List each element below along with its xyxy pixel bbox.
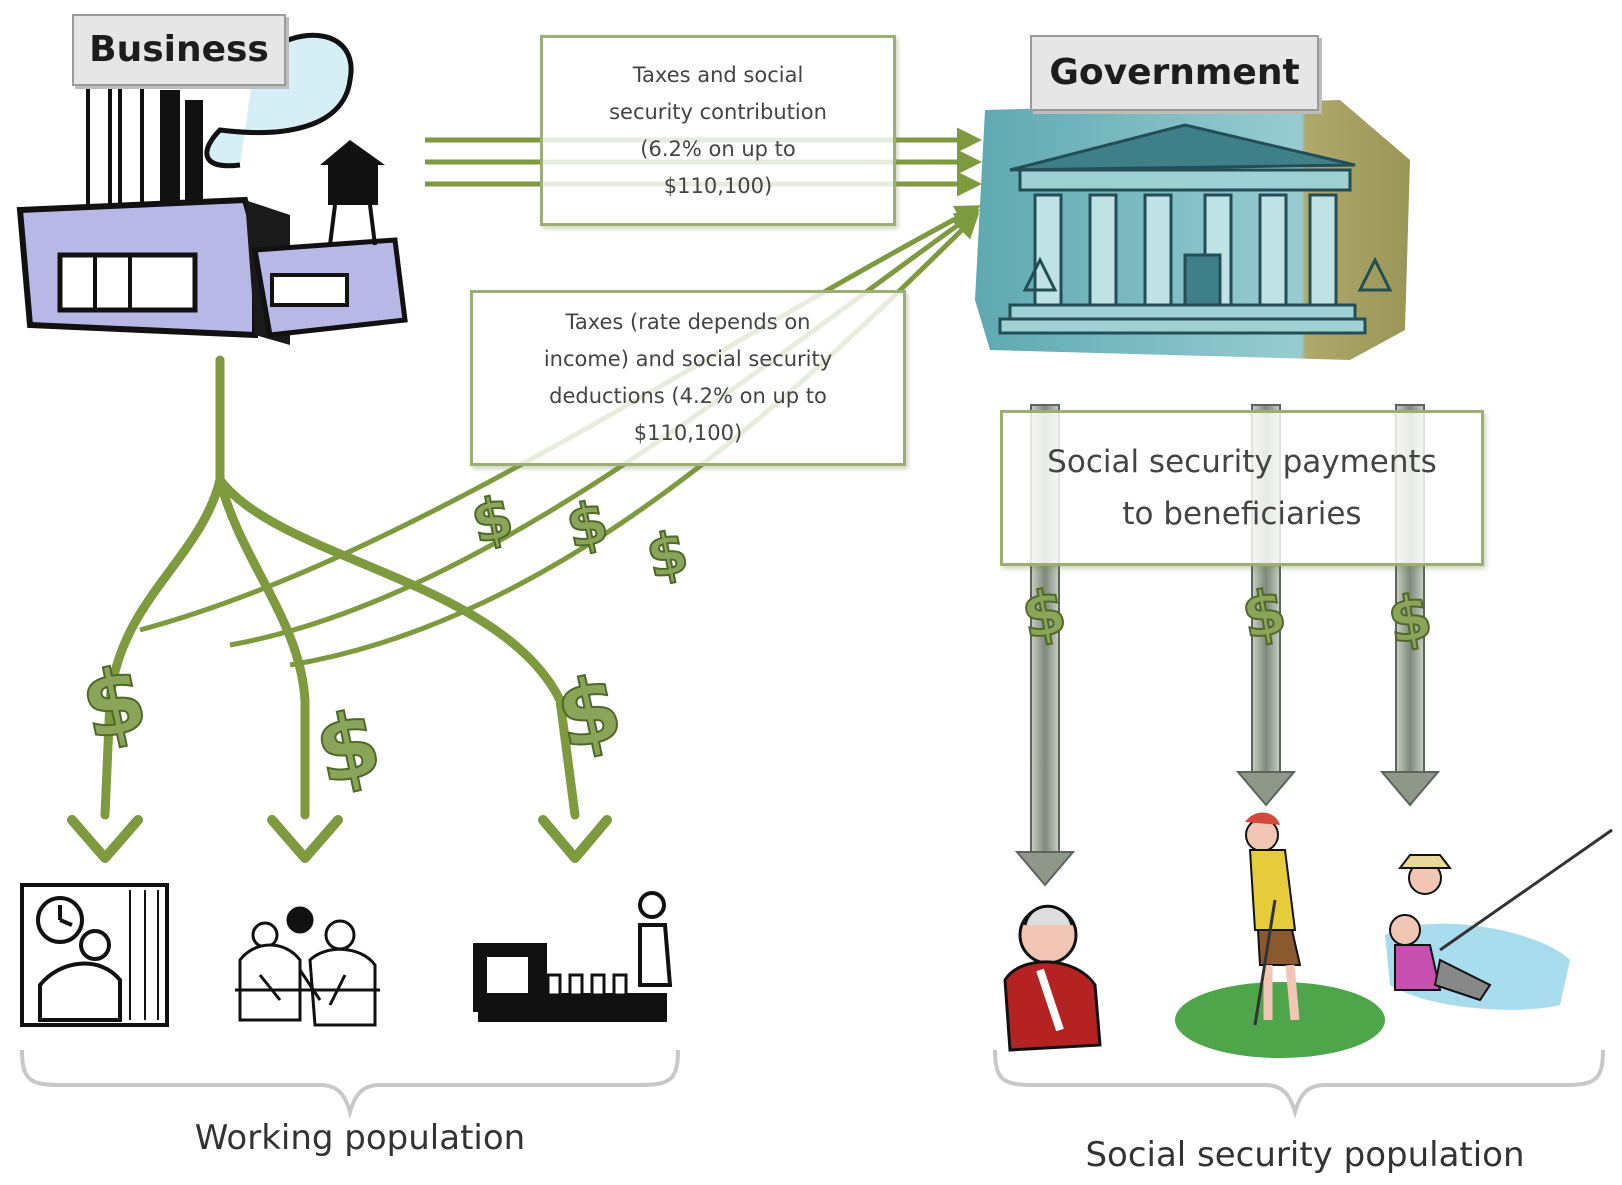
dollar-sign: $ xyxy=(560,487,614,562)
government-label: Government xyxy=(1030,35,1319,111)
employer-tax-line: Taxes and social xyxy=(632,62,804,87)
meeting-icon xyxy=(235,906,380,1027)
wage-arrows xyxy=(100,355,580,820)
dollar-sign: $ xyxy=(1236,574,1291,653)
working-population-label: Working population xyxy=(194,1118,526,1158)
dollar-sign: $ xyxy=(548,655,631,771)
elderly-man-icon xyxy=(1003,904,1102,1052)
dollar-sign: $ xyxy=(1382,579,1437,658)
business-label: Business xyxy=(72,14,286,86)
dollar-sign: $ xyxy=(307,690,390,806)
factory-worker-icon xyxy=(473,891,673,1022)
payments-line: to beneficiaries xyxy=(1122,496,1362,532)
employee-tax-line: Taxes (rate depends on xyxy=(565,310,811,334)
employee-tax-line: income) and social security xyxy=(543,347,833,371)
golfer-icon xyxy=(1175,812,1385,1058)
dollar-sign: $ xyxy=(640,517,694,592)
dollar-sign: $ xyxy=(1016,574,1071,653)
factory-icon xyxy=(16,32,408,345)
ss-population-brace xyxy=(993,1049,1605,1120)
dollar-sign: $ xyxy=(465,482,519,557)
employer-tax-line: $110,100) xyxy=(663,173,773,198)
ss-population-label: Social security population xyxy=(1085,1135,1525,1175)
government-building-icon xyxy=(975,100,1410,360)
office-worker-icon xyxy=(20,883,169,1027)
wage-arrowheads xyxy=(67,815,612,863)
employee-tax-box: Taxes (rate depends on income) and socia… xyxy=(470,290,906,466)
employee-tax-line: $110,100) xyxy=(633,421,743,445)
fishing-retiree-icon xyxy=(1385,828,1613,1010)
employer-tax-line: (6.2% on up to xyxy=(640,136,796,161)
working-population-brace xyxy=(20,1049,680,1120)
payments-line: Social security payments xyxy=(1047,444,1437,480)
employee-tax-line: deductions (4.2% on up to xyxy=(549,384,827,408)
employer-tax-box: Taxes and social security contribution (… xyxy=(540,35,896,226)
dollar-sign: $ xyxy=(73,646,156,762)
employer-tax-line: security contribution xyxy=(609,99,827,124)
payments-box: Social security payments to beneficiarie… xyxy=(1000,410,1484,566)
